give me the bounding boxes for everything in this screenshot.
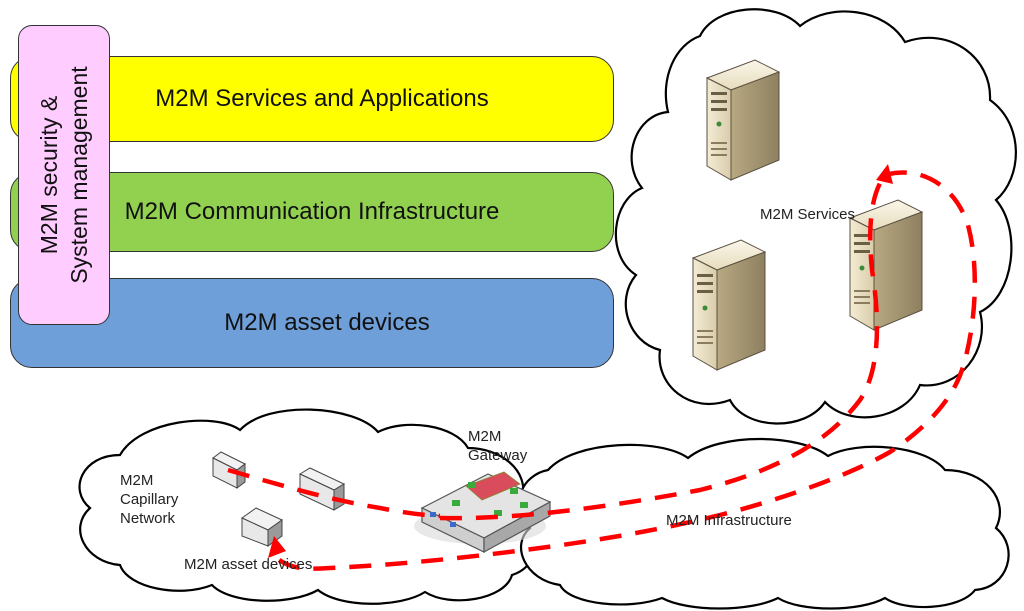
capillary-label-line-3: Network <box>120 510 176 527</box>
infrastructure-cloud-label: M2M Infrastructure <box>666 512 792 529</box>
assets-layer: M2M asset devices <box>10 278 614 368</box>
server-icon <box>691 239 767 371</box>
assets-layer-label: M2M asset devices <box>224 309 430 336</box>
communication-layer: M2M Communication Infrastructure <box>10 172 614 252</box>
services-layer: M2M Services and Applications <box>10 56 614 142</box>
arrowhead-icon <box>876 164 893 184</box>
gateway-label-line-1: M2M <box>468 428 502 445</box>
services-layer-label: M2M Services and Applications <box>155 85 489 112</box>
gateway-label-line-2: Gateway <box>468 447 528 464</box>
server-icon <box>848 199 924 331</box>
capillary-devices-label: M2M asset devices <box>184 556 313 573</box>
infrastructure-cloud <box>518 438 1010 610</box>
data-flow-path <box>268 170 978 571</box>
asset-device-icon <box>241 507 283 547</box>
capillary-label-line-2: Capillary <box>120 491 179 508</box>
communication-layer-label: M2M Communication Infrastructure <box>124 198 500 225</box>
arrowhead-icon <box>268 536 286 558</box>
security-management-box: M2M security & System management <box>18 25 110 325</box>
server-icon <box>705 59 781 181</box>
data-flow-path <box>227 173 887 521</box>
capillary-cloud <box>78 408 541 605</box>
asset-device-icon <box>298 467 346 511</box>
capillary-label-line-1: M2M <box>120 472 154 489</box>
services-cloud-label: M2M Services <box>760 206 856 223</box>
